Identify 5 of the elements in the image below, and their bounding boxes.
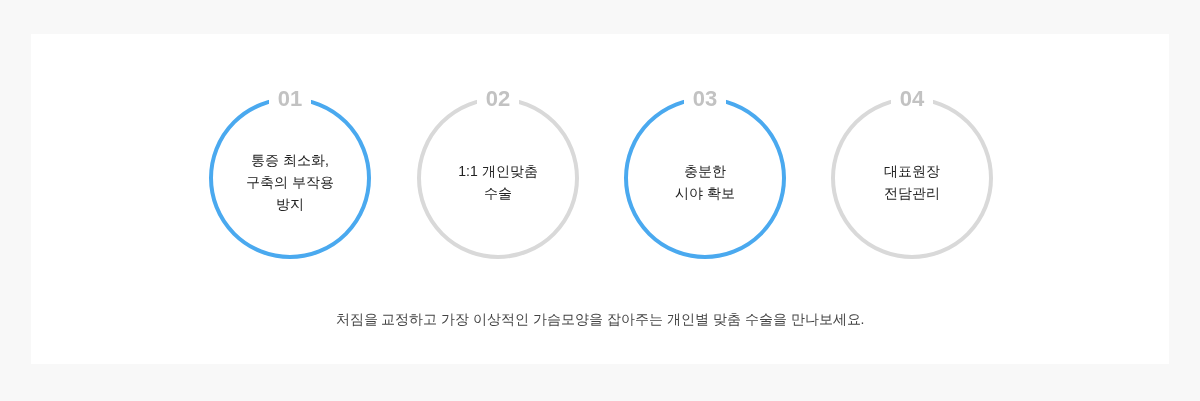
step-description: 대표원장 전담관리 (883, 162, 941, 203)
step-description: 통증 최소화, 구축의 부작용 방지 (245, 151, 335, 214)
caption-text: 처짐을 교정하고 가장 이상적인 가슴모양을 잡아주는 개인별 맞춤 수술을 만나보세요. (335, 310, 865, 329)
step-description: 1:1 개인맞춤 수술 (457, 162, 539, 203)
step-description: 충분한 시야 확보 (674, 162, 736, 203)
